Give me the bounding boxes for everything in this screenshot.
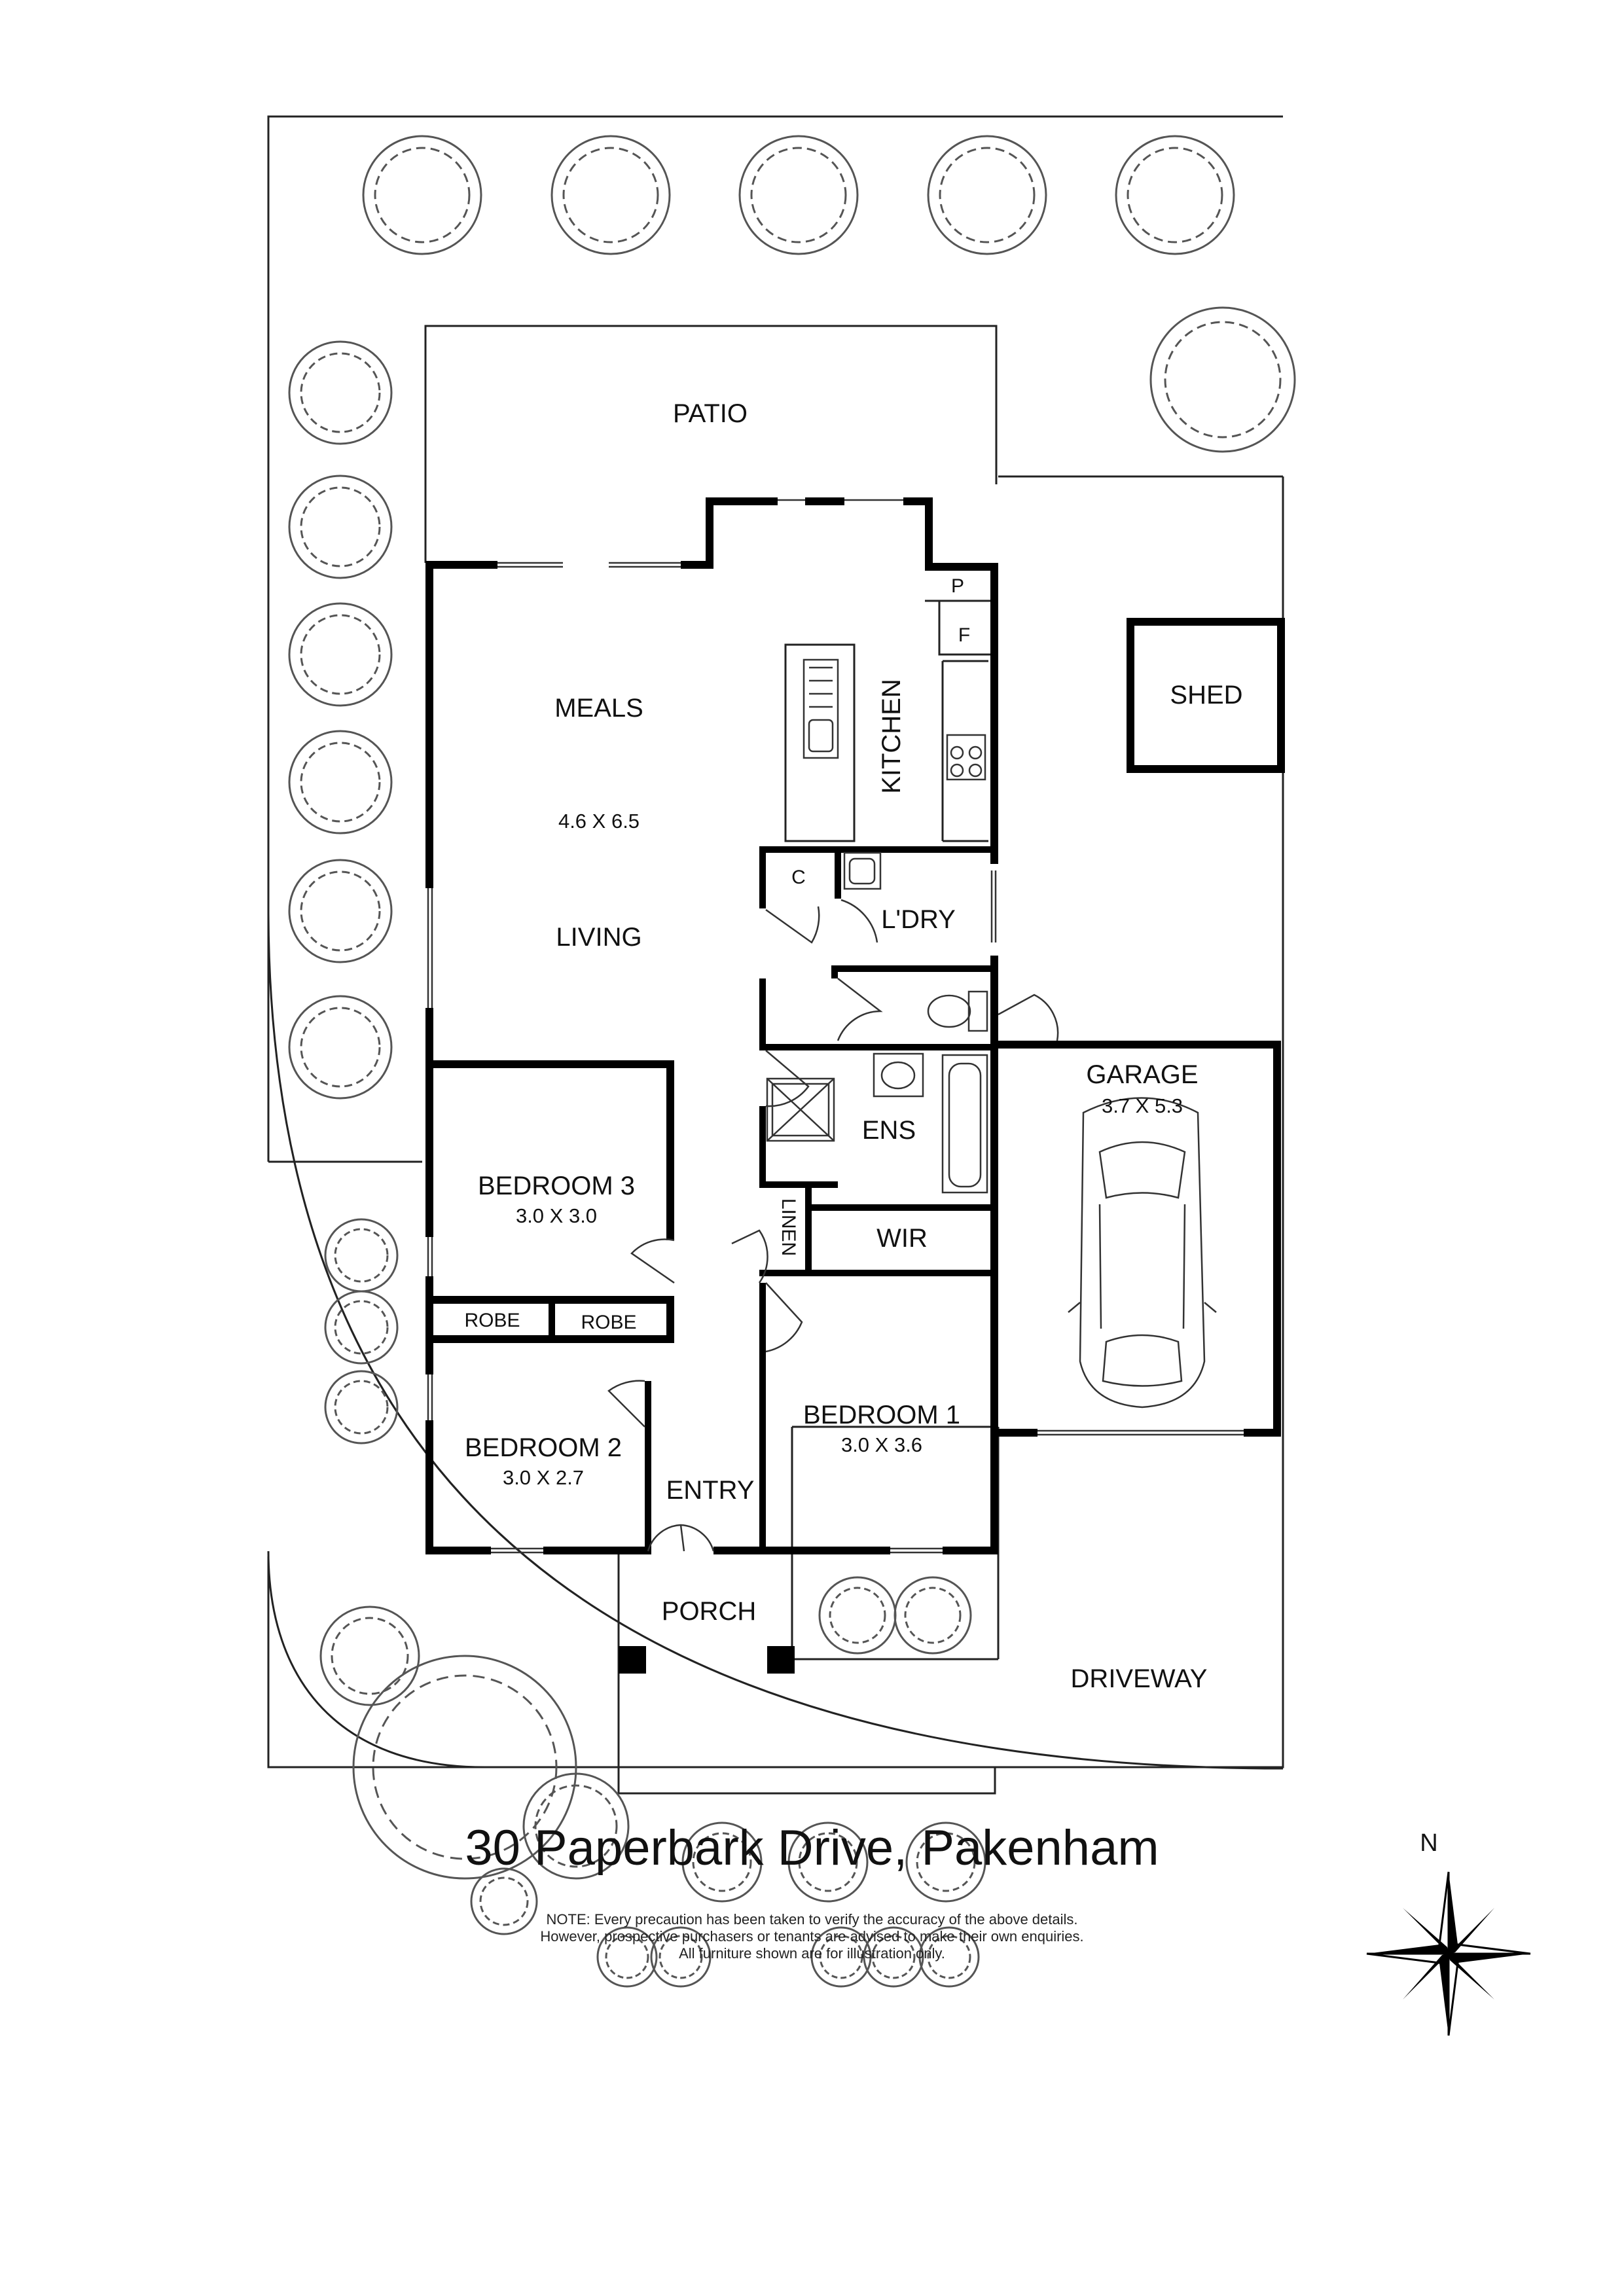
shed-label: SHED	[1170, 681, 1242, 709]
north-label: N	[1420, 1829, 1437, 1857]
front-boundary-curve	[267, 1551, 485, 1768]
patio-outline	[424, 325, 998, 563]
site-boundary	[267, 115, 1284, 1770]
garage-label: GARAGE	[1086, 1060, 1198, 1089]
living-label: LIVING	[556, 923, 641, 952]
cupboard-label: C	[791, 867, 806, 888]
laundry-label: L'DRY	[881, 905, 956, 934]
kitchen-label: KITCHEN	[877, 679, 906, 794]
laundry-tub-icon	[843, 852, 882, 890]
house-walls	[425, 497, 998, 1554]
linen-label: LINEN	[778, 1198, 799, 1256]
property-address: 30 Paperbark Drive, Pakenham	[465, 1820, 1159, 1876]
living-dimensions: 4.6 X 6.5	[558, 810, 640, 833]
bedroom1-dimensions: 3.0 X 3.6	[841, 1433, 922, 1456]
pantry-label: P	[951, 575, 964, 597]
car-icon	[1068, 1097, 1217, 1408]
porch-label: PORCH	[662, 1597, 756, 1626]
bathtub-icon	[941, 1054, 988, 1194]
entry-label: ENTRY	[666, 1476, 755, 1505]
toilet-icon	[927, 990, 988, 1032]
bedroom3-dimensions: 3.0 X 3.0	[516, 1204, 597, 1227]
note-line: However, prospective purchasers or tenan…	[540, 1928, 1084, 1945]
trees	[288, 135, 1296, 1988]
fridge-label: F	[958, 624, 970, 646]
wir-label: WIR	[876, 1224, 928, 1253]
interior-walls	[425, 600, 1281, 1554]
garage-dimensions: 3.7 X 5.3	[1102, 1094, 1183, 1117]
kitchen-sink-icon	[803, 658, 839, 759]
ensuite-label: ENS	[862, 1116, 916, 1145]
bedroom2-label: BEDROOM 2	[465, 1433, 622, 1462]
meals-label: MEALS	[554, 694, 643, 723]
compass-rose-icon	[1366, 1871, 1531, 2036]
windows	[427, 499, 1244, 1554]
driveway-label: DRIVEWAY	[1071, 1664, 1208, 1693]
bedroom2-dimensions: 3.0 X 2.7	[503, 1466, 584, 1489]
vanity-basin-icon	[873, 1052, 924, 1098]
patio-label: PATIO	[673, 399, 748, 428]
robe-right-label: ROBE	[581, 1312, 636, 1333]
porch-structure	[617, 1554, 795, 1674]
note-line: All furniture shown are for illustration…	[679, 1945, 945, 1962]
note-line: NOTE: Every precaution has been taken to…	[546, 1911, 1078, 1928]
shower-icon	[766, 1077, 835, 1142]
bedroom3-label: BEDROOM 3	[478, 1172, 635, 1200]
bedroom1-label: BEDROOM 1	[803, 1401, 960, 1429]
front-garden-line	[617, 1659, 996, 1795]
cooktop-icon	[946, 734, 986, 781]
disclaimer-note: NOTE: Every precaution has been taken to…	[0, 1911, 1624, 1962]
robe-left-label: ROBE	[464, 1310, 520, 1331]
shed-outline	[1127, 618, 1285, 773]
